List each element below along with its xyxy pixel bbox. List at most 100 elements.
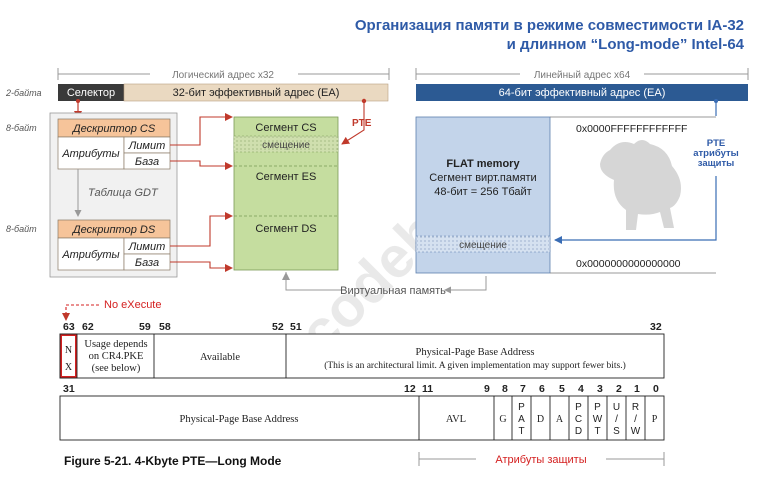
linear-address-label: Линейный адрес x64 — [534, 70, 631, 81]
bit-52: 52 — [272, 321, 284, 333]
bit-3: 3 — [597, 383, 603, 395]
bit-1: 1 — [634, 383, 640, 395]
flag-pcd-1: P — [575, 402, 582, 413]
no-execute-pointer — [62, 304, 99, 321]
segment-cs-offset-band — [233, 135, 339, 153]
bit-2: 2 — [616, 383, 622, 395]
effective-address-32-label: 32-бит эффективный адрес (EA) — [173, 87, 340, 99]
virtual-memory-bracket-right — [444, 276, 487, 294]
flag-pat: P A T — [518, 402, 525, 437]
flag-pcd-3: D — [575, 426, 582, 437]
phys-base-low-label: Physical-Page Base Address — [180, 414, 299, 425]
flag-us-1: U — [613, 402, 620, 413]
protection-attributes-label: Атрибуты защиты — [495, 454, 586, 466]
flag-rw-2: / — [634, 414, 637, 425]
selector-bar — [58, 84, 124, 101]
linear-address-bracket — [415, 68, 749, 80]
pte-to-offset-arrow — [554, 176, 717, 244]
descriptor-ds-base: База — [135, 257, 159, 269]
descriptor-cs: Дескриптор CS Атрибуты Лимит База — [57, 118, 171, 170]
descriptor-cs-title: Дескриптор CS — [71, 123, 156, 135]
flag-us: U / S — [613, 402, 620, 437]
virtual-memory-label: Виртуальная память — [340, 285, 446, 297]
flag-pcd-2: C — [575, 414, 582, 425]
bit-31: 31 — [63, 383, 75, 395]
pte-top-row — [59, 333, 665, 379]
bear-icon — [600, 140, 681, 230]
logical-address-label: Логический адрес x32 — [172, 70, 274, 81]
bit-11: 11 — [422, 383, 433, 395]
effective-address-64-label: 64-бит эффективный адрес (EA) — [499, 87, 666, 99]
figure-caption: Figure 5-21. 4-Kbyte PTE—Long Mode — [64, 454, 282, 468]
pte-right-line-2: атрибуты — [693, 148, 739, 159]
flat-memory-title: FLAT memory — [446, 158, 520, 170]
avl-label: AVL — [446, 414, 466, 425]
address-low-label: 0x0000000000000000 — [576, 258, 681, 270]
flag-pwt-3: T — [594, 426, 600, 437]
title-line-2: и длинном “Long-mode” Intel-64 — [507, 36, 745, 53]
flag-pat-1: P — [518, 402, 525, 413]
flag-rw-1: R — [632, 402, 639, 413]
descriptor-cs-attributes: Атрибуты — [61, 148, 119, 160]
flat-offset-label: смещение — [459, 240, 507, 251]
ea-dot — [361, 98, 367, 104]
bit-7: 7 — [520, 383, 526, 395]
effective-address-64-bar — [416, 84, 748, 101]
bit-59: 59 — [139, 321, 151, 333]
descriptor-to-segment-arrows — [170, 101, 365, 272]
title-line-1: Организация памяти в режиме совместимост… — [355, 17, 744, 34]
bit-5: 5 — [559, 383, 565, 395]
segment-cs-offset-label: смещение — [262, 140, 310, 151]
bit-6: 6 — [539, 383, 545, 395]
nx-letter-x: X — [65, 362, 73, 373]
pte-top-bit-numbers: 63 62 59 58 52 51 32 — [63, 321, 662, 333]
size-label-8-bytes-2: 8-байт — [6, 224, 37, 234]
pte-bottom-bit-numbers: 31 12 11 9 8 7 6 5 4 3 2 1 0 — [63, 383, 659, 395]
bit-0: 0 — [653, 383, 659, 395]
bit-58: 58 — [159, 321, 171, 333]
pte-right-line-3: защиты — [698, 158, 735, 169]
flag-pwt-1: P — [594, 402, 601, 413]
address-high-label: 0x0000FFFFFFFFFFFF — [576, 123, 687, 135]
flag-us-2: / — [615, 414, 618, 425]
phys-base-high-note: (This is an architectural limit. A given… — [324, 360, 626, 371]
segment-ds-label: Сегмент DS — [255, 223, 316, 235]
bit-63: 63 — [63, 321, 75, 333]
descriptor-ds: Дескриптор DS Атрибуты Лимит База — [57, 219, 171, 271]
flag-a: A — [556, 414, 564, 425]
selector-label: Селектор — [67, 87, 115, 99]
pte-right-line-1: PTE — [707, 138, 725, 149]
flag-d: D — [537, 414, 544, 425]
pte-bottom-row — [59, 395, 665, 441]
size-label-2-bytes: 2-байта — [5, 88, 41, 98]
bit-32: 32 — [650, 321, 662, 333]
descriptor-ds-attributes: Атрибуты — [61, 249, 119, 261]
segment-es-label: Сегмент ES — [256, 171, 317, 183]
flag-g: G — [499, 414, 506, 425]
no-execute-label: No eXecute — [104, 299, 161, 311]
flag-pwt-2: W — [593, 414, 603, 425]
flat-memory-line-2: Сегмент вирт.памяти — [429, 172, 536, 184]
descriptor-ds-title: Дескриптор DS — [71, 224, 156, 236]
flag-pcd: P C D — [575, 402, 582, 437]
selector-dot — [76, 99, 80, 103]
bit-51: 51 — [290, 321, 302, 333]
size-label-8-bytes-1: 8-байт — [6, 123, 37, 133]
descriptor-cs-limit: Лимит — [128, 140, 165, 152]
usage-line-3: (see below) — [92, 363, 141, 374]
logical-address-bracket — [57, 68, 390, 80]
flag-us-3: S — [613, 426, 620, 437]
usage-line-2: on CR4.PKE — [89, 351, 144, 362]
gdt-table-label: Таблица GDT — [88, 187, 159, 199]
virtual-segments-column: Сегмент CS смещение Сегмент ES Сегмент D… — [233, 116, 339, 271]
usage-line-1: Usage depends — [84, 339, 147, 350]
bit-9: 9 — [484, 383, 490, 395]
descriptor-ds-limit: Лимит — [128, 241, 165, 253]
bit-8: 8 — [502, 383, 508, 395]
ea64-dot — [714, 99, 718, 103]
flag-pat-2: A — [518, 414, 525, 425]
nx-letter-n: N — [65, 345, 72, 356]
segment-cs-label: Сегмент CS — [255, 122, 316, 134]
